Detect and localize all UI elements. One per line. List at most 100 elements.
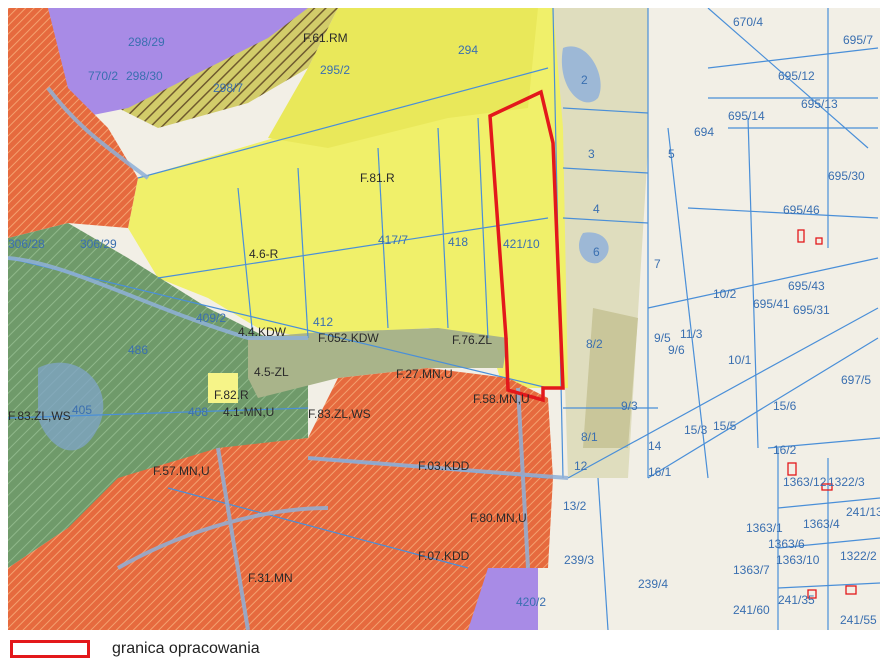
parcel-lines	[8, 8, 880, 630]
parcel-label: 694	[694, 125, 714, 139]
parcel-label: 1363/12	[783, 475, 827, 489]
zone-label: F.76.ZL	[452, 333, 492, 347]
parcel-label: 695/46	[783, 203, 820, 217]
zone-label: F.83.ZL,WS	[8, 409, 71, 423]
parcel-label: 241/35	[778, 593, 815, 607]
parcel-label: 405	[72, 403, 92, 417]
water-body	[561, 46, 601, 103]
parcel-label: 1363/6	[768, 537, 805, 551]
parcel-label: 13/2	[563, 499, 587, 513]
parcel-label: 2	[581, 73, 588, 87]
zone-label: F.57.MN,U	[153, 464, 210, 478]
parcel-label: 7	[654, 257, 661, 271]
agricultural-zone-top	[268, 8, 538, 148]
zone-label: F.31.MN	[248, 571, 293, 585]
parcel-label: 298/30	[126, 69, 163, 83]
parcel-label: 670/4	[733, 15, 763, 29]
parcel-label: 294	[458, 43, 478, 57]
boundary-legend-label: granica opracowania	[112, 640, 260, 657]
parcel-label: 695/31	[793, 303, 830, 317]
parcel-label: 1363/7	[733, 563, 770, 577]
parcel-label: 1363/1	[746, 521, 783, 535]
parcel-label: 1363/4	[803, 517, 840, 531]
parcel-label: 241/60	[733, 603, 770, 617]
forest-zone	[8, 223, 308, 568]
parcel-label: 9/3	[621, 399, 638, 413]
parcel-label-group: 294 295/2 298/7 298/29 298/30 770/2 3 4 …	[8, 15, 880, 627]
parcel-label: 8/2	[586, 337, 603, 351]
parcel-label: 15/3	[684, 423, 708, 437]
parcel-label: 3	[588, 147, 595, 161]
zone-label-group: F.61.RM F.81.R 4.6-R 4.4.KDW F.052.KDW F…	[8, 31, 530, 585]
parcel-label: 695/12	[778, 69, 815, 83]
parcel-label: 15/6	[773, 399, 797, 413]
parcel-label: 409/2	[196, 311, 226, 325]
parcel-label: 5	[668, 147, 675, 161]
zone-label: 4.5-ZL	[254, 365, 289, 379]
parcel-label: 1322/2	[840, 549, 877, 563]
parcel-label: 16/2	[773, 443, 797, 457]
water-body-2	[578, 232, 609, 264]
parcel-label: 12	[574, 459, 588, 473]
zone-label: F.83.ZL,WS	[308, 407, 371, 421]
zone-label: 4.1-MN,U	[223, 405, 274, 419]
parcel-label: 418	[448, 235, 468, 249]
zone-label: F.052.KDW	[318, 331, 379, 345]
parcel-label: 8/1	[581, 430, 598, 444]
parcel-label: 298/29	[128, 35, 165, 49]
building-outlines	[787, 229, 857, 599]
zone-label: F.03.KDD	[418, 459, 470, 473]
residential-zone-s	[8, 368, 553, 630]
olive-strip	[248, 328, 508, 398]
planning-map: F.61.RM F.81.R 4.6-R 4.4.KDW F.052.KDW F…	[8, 8, 880, 630]
parcel-label: 16/1	[648, 465, 672, 479]
parcel-label: 9/5	[654, 331, 671, 345]
zone-label: 4.4.KDW	[238, 325, 287, 339]
parcel-label: 239/3	[564, 553, 594, 567]
parcel-label: 241/13	[846, 505, 880, 519]
zone-label: F.27.MN,U	[396, 367, 453, 381]
parcel-label: 298/7	[213, 81, 243, 95]
parcel-label: 295/2	[320, 63, 350, 77]
parcel-label: 695/30	[828, 169, 865, 183]
parcel-label: 10/2	[713, 287, 737, 301]
zone-label: F.58.MN,U	[473, 392, 530, 406]
olive-zone-2	[583, 308, 638, 448]
zone-label: F.61.RM	[303, 31, 348, 45]
parcel-label: 412	[313, 315, 333, 329]
zone-label: F.80.MN,U	[470, 511, 527, 525]
parcel-label: 695/7	[843, 33, 873, 47]
parcel-label: 4	[593, 202, 600, 216]
parcel-label: 6	[593, 245, 600, 259]
study-boundary	[488, 89, 565, 403]
parcel-label: 486	[128, 343, 148, 357]
zone-label: F.81.R	[360, 171, 395, 185]
parcel-label: 408	[188, 405, 208, 419]
map-legend: granica opracowania	[10, 638, 260, 660]
zone-label: F.07.KDD	[418, 549, 470, 563]
parcel-label: 695/13	[801, 97, 838, 111]
parcel-label: 11/3	[680, 327, 703, 341]
parcel-label: 10/1	[728, 353, 752, 367]
parcel-label: 695/14	[728, 109, 765, 123]
parcel-label: 1322/3	[828, 475, 865, 489]
zone-label: 4.6-R	[249, 247, 279, 261]
parcel-label: 306/29	[80, 237, 117, 251]
parcel-label: 15/5	[713, 419, 737, 433]
parcel-label: 306/28	[8, 237, 45, 251]
parcel-label: 9/6	[668, 343, 685, 357]
parcel-label: 239/4	[638, 577, 668, 591]
parcel-label: 695/43	[788, 279, 825, 293]
white-zone	[208, 373, 238, 403]
parcel-label: 241/55	[840, 613, 877, 627]
parcel-label: 417/7	[378, 233, 408, 247]
roads	[8, 86, 569, 630]
parcel-label: 1363/10	[776, 553, 820, 567]
boundary-legend-swatch	[10, 640, 90, 658]
purple-zone	[48, 8, 308, 118]
water-in-forest	[38, 362, 104, 451]
residential-zone-nw	[8, 8, 138, 238]
parcel-label: 14	[648, 439, 662, 453]
parcel-label: 697/5	[841, 373, 871, 387]
zone-label: F.82.R	[214, 388, 249, 402]
